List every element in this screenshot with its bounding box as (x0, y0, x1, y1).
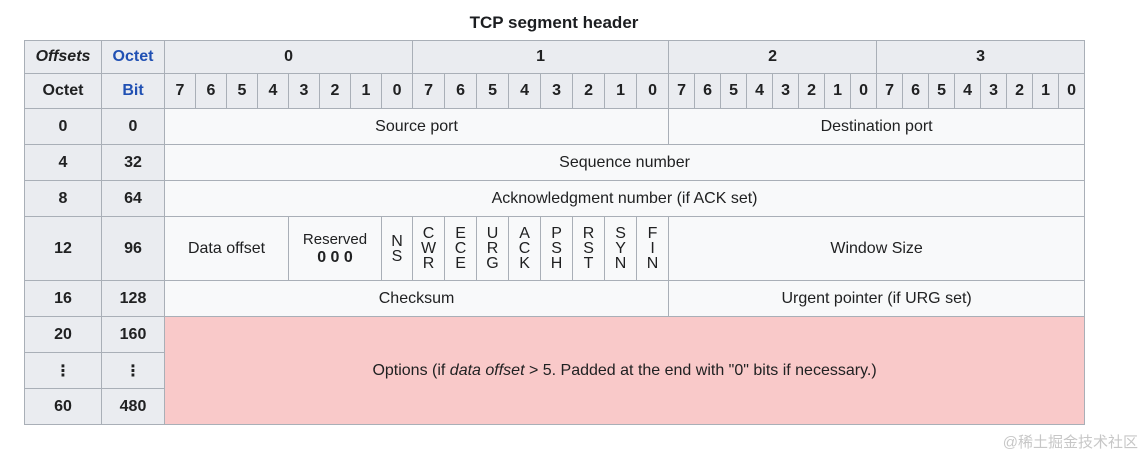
bit-offset-cell: 480 (101, 388, 165, 425)
flag-cwr: C W R (412, 216, 446, 281)
row-offset-12: 12 96 Data offset Reserved 0 0 0 N S C W… (24, 216, 1086, 281)
field-checksum: Checksum (163, 280, 670, 317)
field-window-size: Window Size (668, 216, 1086, 281)
octet-group-header-row: Offsets Octet 0 1 2 3 (24, 40, 1086, 74)
bit-number-cell: 6 (902, 73, 930, 109)
bit-number-cell: 2 (798, 73, 826, 109)
flag-fin: F I N (636, 216, 670, 281)
bit-offset-cell: 64 (101, 180, 165, 217)
flag-ack: A C K (508, 216, 542, 281)
bit-link[interactable]: Bit (122, 82, 144, 99)
octet-link-cell: Octet (101, 40, 165, 74)
reserved-label: Reserved (302, 230, 368, 248)
octet-link[interactable]: Octet (112, 48, 154, 65)
offsets-header-cell: Offsets (24, 40, 102, 74)
options-text-prefix: Options (if (372, 361, 450, 379)
field-sequence-number: Sequence number (163, 144, 1086, 181)
row-offset-16: 16 128 Checksum Urgent pointer (if URG s… (24, 280, 1086, 317)
bit-number-cell: 0 (1058, 73, 1086, 109)
bit-offset-cell: 96 (101, 216, 165, 281)
bit-number-cell: 4 (508, 73, 542, 109)
flag-ns: N S (380, 216, 414, 281)
row-offset-20: 20 160 Options (if data offset > 5. Padd… (24, 316, 1086, 425)
bit-number-cell: 3 (288, 73, 320, 109)
row-offset-60: 60 480 (24, 388, 1085, 425)
flag-psh: P S H (540, 216, 574, 281)
octet-group-3-cell: 3 (876, 40, 1086, 74)
bit-number-cell: 6 (694, 73, 722, 109)
bit-number-cell: 1 (350, 73, 382, 109)
octet-offset-cell: 12 (24, 216, 102, 281)
offsets-label: Offsets (35, 48, 91, 65)
octet-group-1-cell: 1 (412, 40, 670, 74)
field-acknowledgment-number: Acknowledgment number (if ACK set) (163, 180, 1086, 217)
bit-number-cell: 2 (572, 73, 606, 109)
bit-offset-cell: 128 (101, 280, 165, 317)
bit-number-cell: 2 (1006, 73, 1034, 109)
octet-offset-cell: 4 (24, 144, 102, 181)
bit-number-header-row: Octet Bit 7 6 5 4 3 2 1 0 7 6 5 4 3 2 1 … (24, 73, 1086, 109)
flag-urg: U R G (476, 216, 510, 281)
bit-number-cell: 5 (476, 73, 510, 109)
octet-offset-cell: 8 (24, 180, 102, 217)
bit-number-cell: 1 (1032, 73, 1060, 109)
octet-group-0-cell: 0 (163, 40, 414, 74)
octet-row-label-cell: Octet (24, 73, 102, 109)
field-data-offset: Data offset (164, 216, 289, 281)
bit-number-cell: 0 (850, 73, 878, 109)
bit-offset-cell: 0 (101, 108, 165, 145)
bit-number-cell: 6 (444, 73, 478, 109)
bit-number-cell: 5 (226, 73, 258, 109)
watermark: @稀土掘金技术社区 (1002, 434, 1138, 451)
bit-number-cell: 7 (412, 73, 446, 109)
options-text-italic: data offset (449, 361, 525, 379)
octet-offset-cell: 0 (24, 108, 102, 145)
bit-number-cell: 1 (604, 73, 638, 109)
bit-number-cell: 4 (257, 73, 289, 109)
bit-number-cell: 2 (319, 73, 351, 109)
tcp-header-table: Offsets Octet 0 1 2 3 Octet Bit 7 6 5 4 … (24, 40, 1086, 425)
bit-number-cell: 7 (668, 73, 696, 109)
row-offset-4: 4 32 Sequence number (24, 144, 1086, 181)
bit-number-cell: 5 (720, 73, 748, 109)
row-offset-8: 8 64 Acknowledgment number (if ACK set) (24, 180, 1086, 217)
octet-offset-cell: 60 (24, 388, 102, 425)
field-destination-port: Destination port (668, 108, 1086, 145)
field-source-port: Source port (163, 108, 670, 145)
bit-link-cell: Bit (101, 73, 165, 109)
octet-offset-cell: 16 (24, 280, 102, 317)
bit-number-cell: 3 (980, 73, 1008, 109)
bit-offset-cell: 160 (101, 316, 165, 353)
options-text-suffix: > 5. Padded at the end with "0" bits if … (524, 361, 877, 379)
bit-number-cell: 0 (636, 73, 670, 109)
bit-number-cell: 4 (954, 73, 982, 109)
bit-number-cell: 7 (876, 73, 904, 109)
row-offset-ellipsis: ⋮ ⋮ (24, 352, 1085, 389)
bit-number-cell: 3 (772, 73, 800, 109)
field-urgent-pointer: Urgent pointer (if URG set) (668, 280, 1086, 317)
bit-offset-ellipsis-cell: ⋮ (101, 352, 165, 389)
diagram-title: TCP segment header (469, 13, 639, 32)
flag-ece: E C E (444, 216, 478, 281)
octet-offset-cell: 20 (24, 316, 102, 353)
bit-offset-cell: 32 (101, 144, 165, 181)
octet-offset-ellipsis-cell: ⋮ (24, 352, 102, 389)
field-reserved: Reserved 0 0 0 (288, 216, 382, 281)
flag-syn: S Y N (604, 216, 638, 281)
bit-number-cell: 5 (928, 73, 956, 109)
bit-number-cell: 0 (380, 73, 414, 109)
bit-number-cell: 4 (746, 73, 774, 109)
reserved-value: 0 0 0 (317, 248, 353, 266)
field-options: Options (if data offset > 5. Padded at t… (163, 316, 1086, 425)
bit-number-cell: 1 (824, 73, 852, 109)
bit-number-cell: 3 (540, 73, 574, 109)
flag-rst: R S T (572, 216, 606, 281)
row-offset-0: 0 0 Source port Destination port (24, 108, 1086, 145)
bit-number-cell: 7 (164, 73, 196, 109)
octet-group-2-cell: 2 (668, 40, 878, 74)
bit-number-cell: 6 (195, 73, 227, 109)
